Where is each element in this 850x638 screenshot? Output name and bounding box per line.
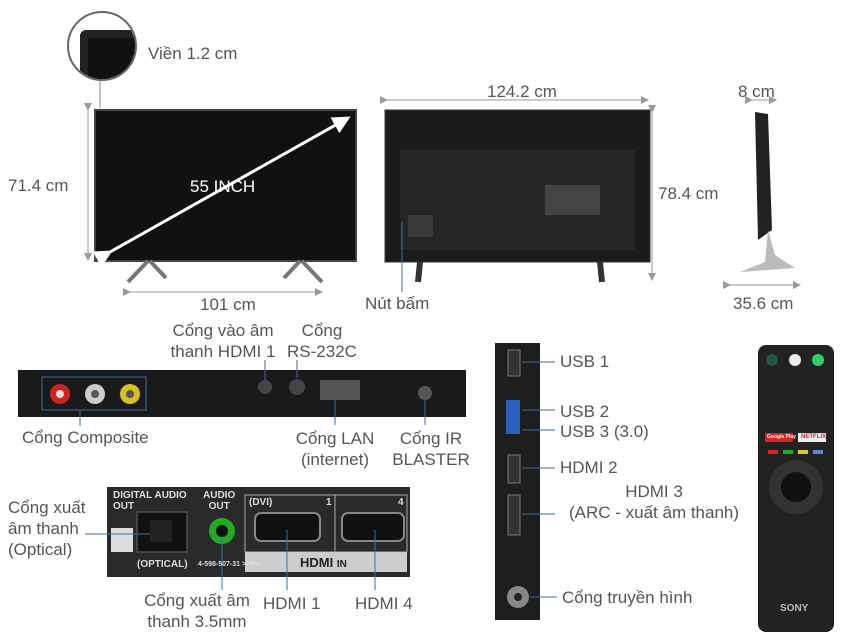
lan-label: Cổng LAN(internet) (295, 429, 375, 469)
hdmi4-label: HDMI 4 (355, 594, 413, 613)
port-1-print: 1 (326, 497, 332, 508)
hdmi3-label: HDMI 3(ARC - xuất âm thanh) (568, 482, 740, 522)
hdmi-in-logo: HDMI IN (300, 555, 347, 570)
usb2-label: USB 2 (560, 402, 610, 421)
usb1-label: USB 1 (560, 352, 610, 371)
composite-label: Cổng Composite (22, 428, 149, 447)
optical-print: (OPTICAL) (137, 559, 188, 570)
diagonal-label: 55 INCH (190, 177, 256, 196)
tv-side (723, 96, 801, 289)
back-height-label: 78.4 cm (658, 184, 719, 203)
hdmi1-label: HDMI 1 (263, 594, 321, 613)
google-play-button: Google Play (767, 434, 796, 440)
usb3-label: USB 3 (3.0) (560, 422, 649, 441)
side-port-panel (495, 343, 557, 620)
tv-back (380, 96, 656, 292)
antenna-label: Cổng truyền hình (562, 588, 693, 607)
netflix-button: NETFLIX (801, 434, 826, 440)
remote-control (758, 345, 834, 632)
sony-logo: SONY (780, 603, 809, 614)
part-number: 4-598-507-31 >PP< (198, 561, 260, 568)
audio-hdmi-panel (85, 487, 410, 590)
tv-front (84, 103, 357, 296)
stand-depth-label: 35.6 cm (733, 294, 794, 313)
dvi-print: (DVI) (249, 497, 273, 508)
button-label: Nút bấm (365, 294, 430, 313)
rear-port-strip (18, 360, 466, 426)
depth-label: 8 cm (738, 82, 775, 101)
bezel-label: Viền 1.2 cm (148, 44, 238, 63)
port-4-print: 4 (398, 497, 404, 508)
bezel-inset (67, 11, 137, 108)
stand-width-label: 101 cm (200, 295, 256, 314)
front-height-label: 71.4 cm (8, 176, 69, 195)
hdmi2-label: HDMI 2 (560, 458, 618, 477)
back-width-label: 124.2 cm (487, 82, 557, 101)
